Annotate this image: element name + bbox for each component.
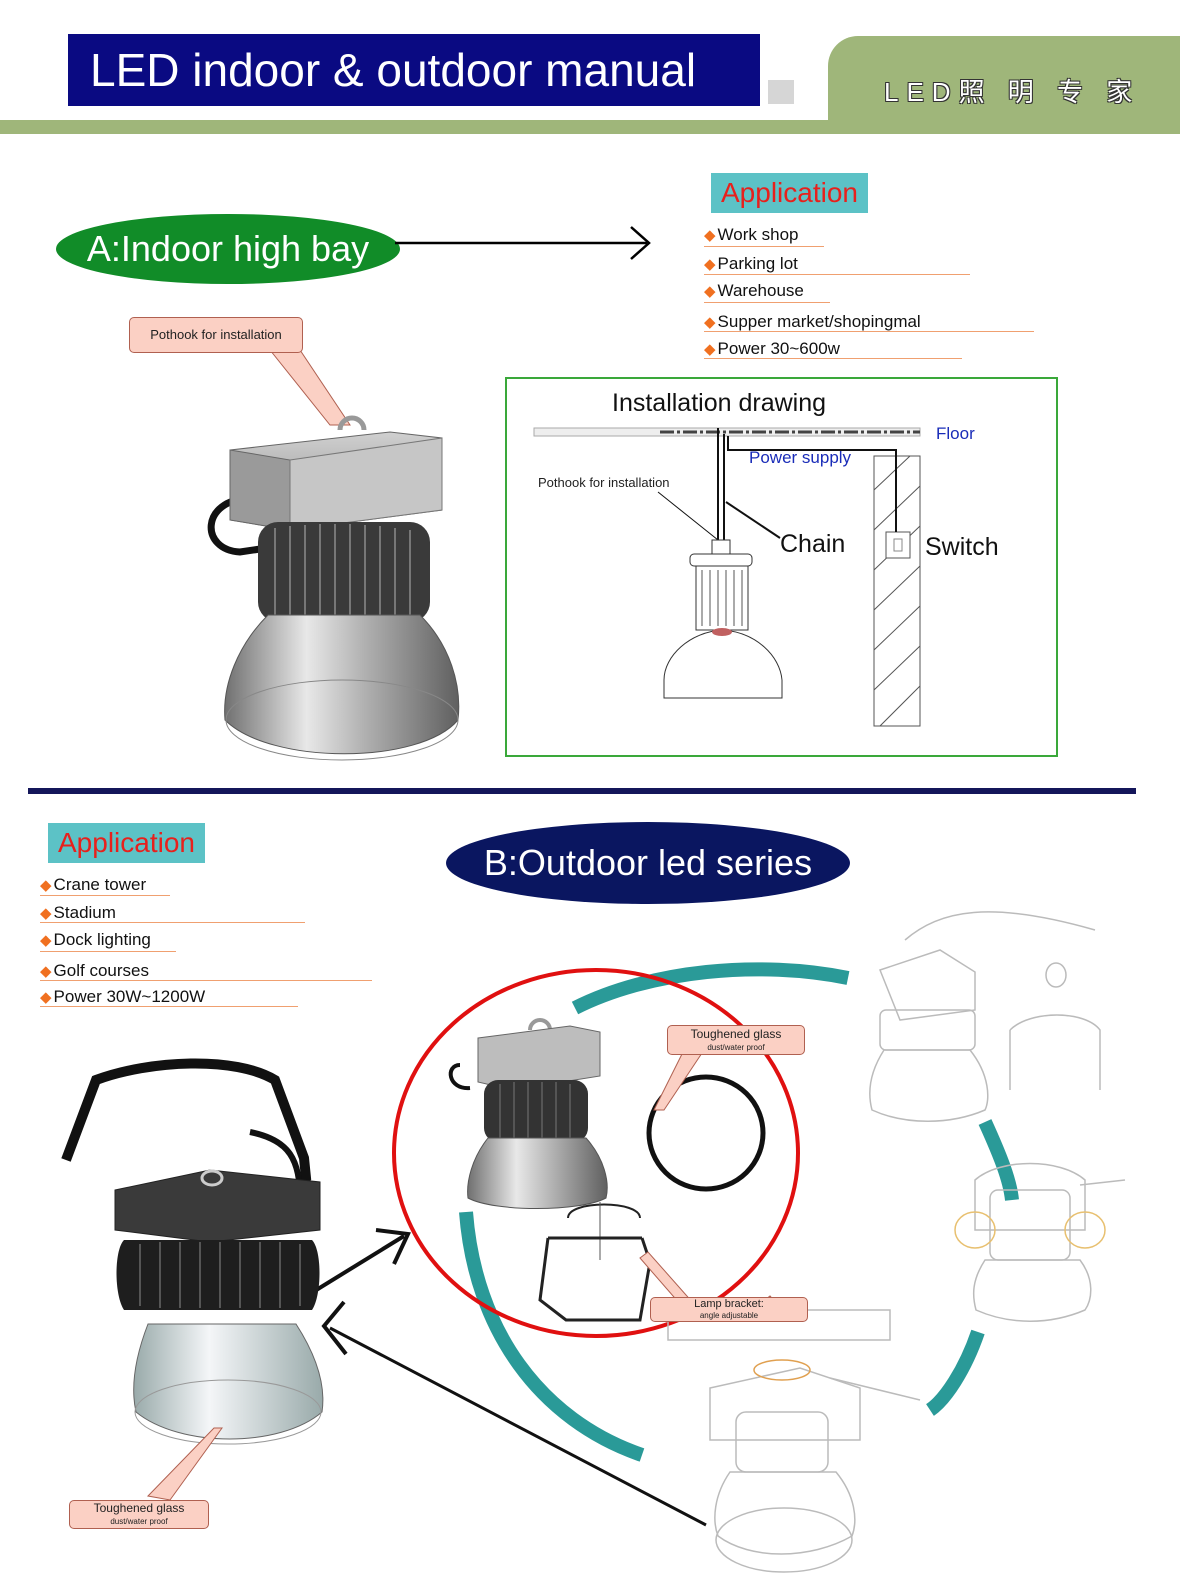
list-item: ◆Golf courses [40, 961, 149, 980]
underline [40, 1006, 298, 1007]
section-b-application-label: Application [48, 823, 205, 863]
installation-drawing-title: Installation drawing [612, 389, 827, 417]
list-item: ◆Crane tower [40, 875, 147, 894]
underline [40, 980, 372, 981]
pothook-callout: Pothook for installation [129, 317, 303, 353]
list-item: ◆Warehouse [704, 281, 804, 300]
bottom-toughened-glass-callout: Toughened glass dust/water proof [69, 1500, 209, 1529]
header-brand-tab [828, 36, 1180, 134]
underline [40, 895, 170, 896]
list-item: ◆Work shop [704, 225, 799, 244]
list-item: ◆Power 30W~1200W [40, 987, 206, 1006]
underline [704, 246, 824, 247]
brand-label: LED照 明 专 家 [884, 77, 1141, 107]
installation-drawing-panel [505, 377, 1058, 757]
switch-label: Switch [925, 533, 999, 561]
indoor-high-bay-lamp-illustration [207, 349, 460, 761]
list-item: ◆Stadium [40, 903, 116, 922]
diamond-bullet-icon: ◆ [704, 283, 716, 300]
diamond-bullet-icon: ◆ [40, 963, 52, 980]
list-item: ◆Parking lot [704, 254, 798, 273]
page-title: LED indoor & outdoor manual [68, 34, 760, 106]
installation-diagram [533, 427, 921, 727]
outdoor-series-illustration [61, 911, 1126, 1573]
underline [704, 302, 830, 303]
section-b-heading: B:Outdoor led series [446, 822, 850, 904]
underline [704, 274, 970, 275]
underline [40, 922, 305, 923]
floor-label: Floor [936, 424, 975, 443]
header-band [0, 120, 860, 134]
section-divider [28, 788, 1136, 794]
arrow-right-icon [395, 226, 651, 260]
underline [704, 331, 1034, 332]
decorative-square [768, 80, 794, 104]
section-a-application-label: Application [711, 173, 868, 213]
diamond-bullet-icon: ◆ [40, 932, 52, 949]
toughened-glass-callout: Toughened glass dust/water proof [667, 1025, 805, 1055]
list-item: ◆Dock lighting [40, 930, 151, 949]
underline [40, 951, 176, 952]
lamp-bracket-callout: Lamp bracket: angle adjustable [650, 1297, 808, 1322]
chain-label: Chain [780, 530, 846, 558]
list-item: ◆Supper market/shopingmal [704, 312, 921, 331]
diamond-bullet-icon: ◆ [704, 341, 716, 358]
diamond-bullet-icon: ◆ [40, 989, 52, 1006]
diamond-bullet-icon: ◆ [40, 877, 52, 894]
diamond-bullet-icon: ◆ [40, 905, 52, 922]
pothook-label: Pothook for installation [538, 475, 670, 490]
list-item: ◆Power 30~600w [704, 339, 840, 358]
diamond-bullet-icon: ◆ [704, 227, 716, 244]
section-a-heading: A:Indoor high bay [56, 214, 400, 284]
underline [704, 358, 962, 359]
diamond-bullet-icon: ◆ [704, 314, 716, 331]
power-supply-label: Power supply [749, 448, 852, 467]
diamond-bullet-icon: ◆ [704, 256, 716, 273]
